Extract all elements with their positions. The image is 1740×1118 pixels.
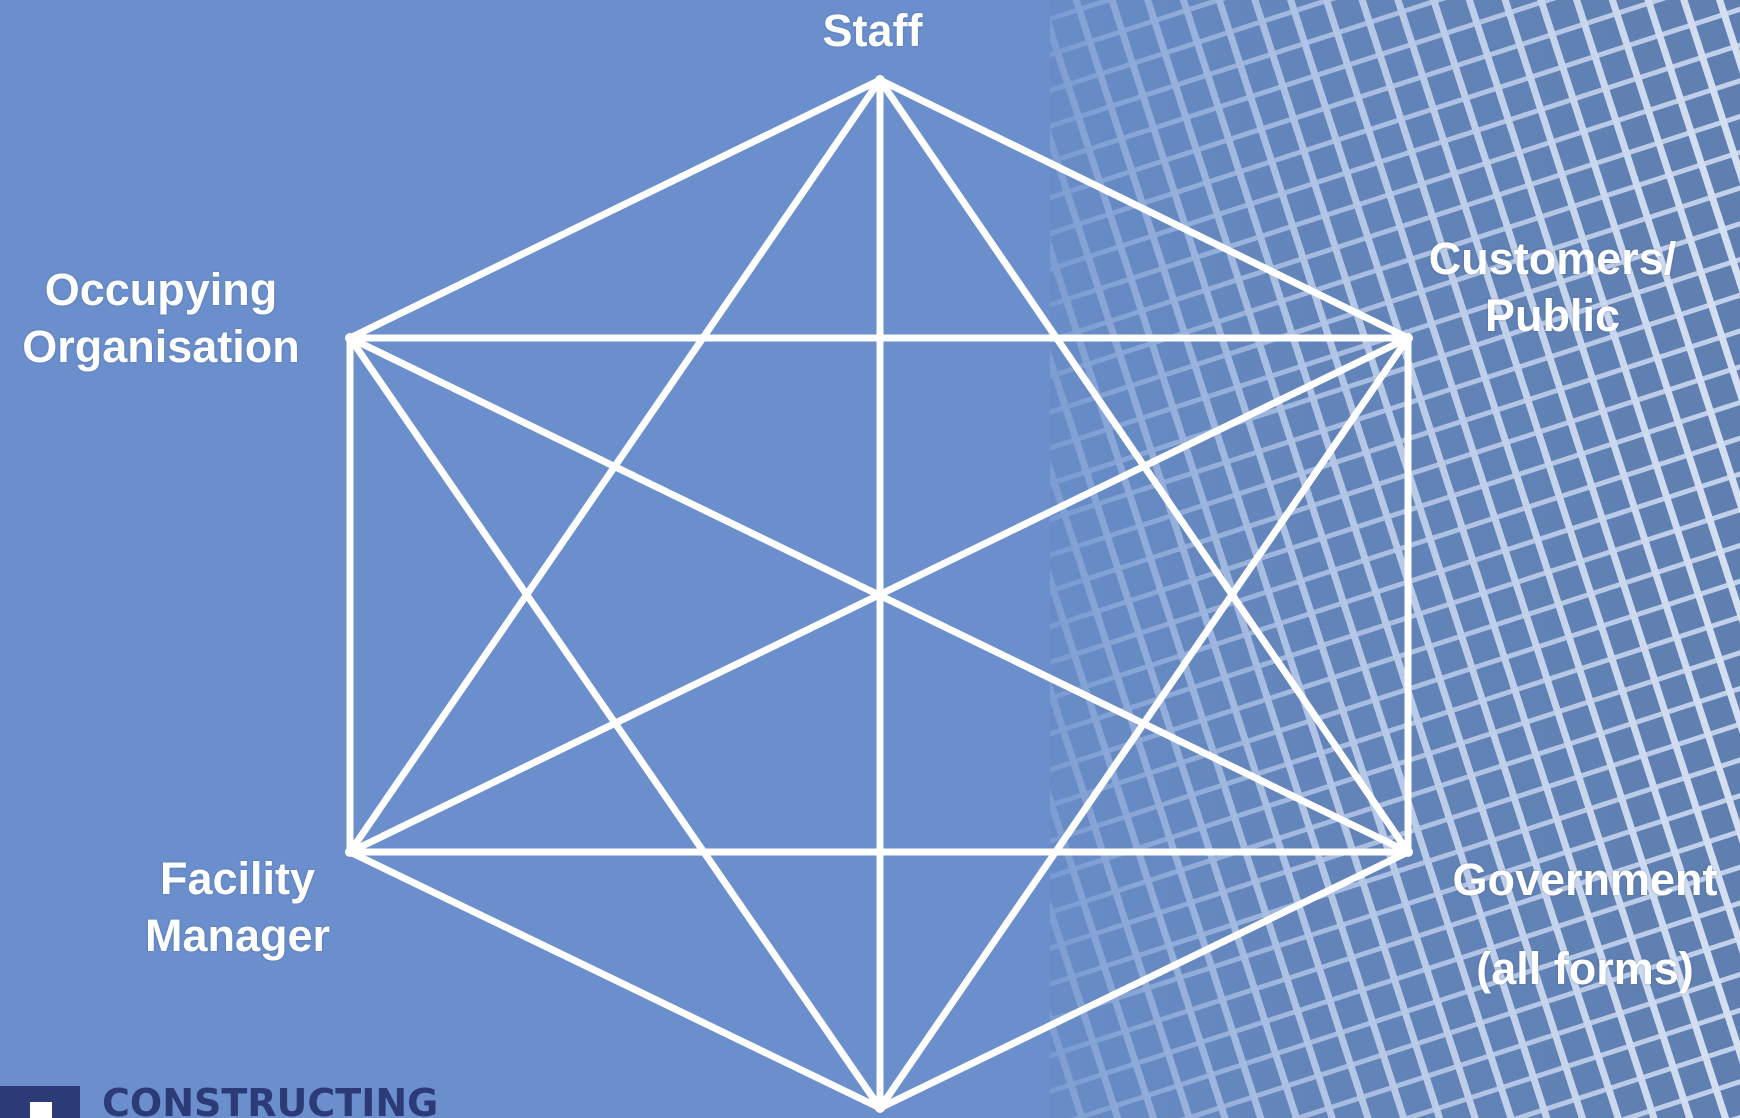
node-label-customers-public: Customers/ Public bbox=[1400, 230, 1705, 344]
edge-staff-occupying bbox=[350, 80, 880, 338]
label-line: Organisation bbox=[0, 318, 322, 375]
node-occupying bbox=[345, 333, 355, 343]
constructing-logo: CONSTRUCTING bbox=[0, 1080, 460, 1118]
edge-bottom-facility bbox=[350, 852, 880, 1108]
logo-text: CONSTRUCTING bbox=[102, 1080, 438, 1118]
node-label-staff: Staff bbox=[760, 2, 985, 59]
label-line: Manager bbox=[100, 907, 375, 964]
node-label-government: Government (all forms) bbox=[1430, 835, 1740, 1013]
node-bottom bbox=[875, 1103, 885, 1113]
node-label-facility-manager: Facility Manager bbox=[100, 850, 375, 964]
label-line: Customers/ bbox=[1400, 230, 1705, 287]
label-line: Public bbox=[1400, 287, 1705, 344]
node-staff bbox=[875, 75, 885, 85]
square-logo-icon bbox=[0, 1086, 80, 1118]
edge-staff-customers bbox=[880, 80, 1408, 338]
label-line: Staff bbox=[760, 2, 985, 59]
node-government bbox=[1403, 847, 1413, 857]
edge-government-bottom bbox=[880, 852, 1408, 1108]
label-line: (all forms) bbox=[1430, 924, 1740, 1013]
label-line: Occupying bbox=[0, 261, 322, 318]
label-line: Facility bbox=[100, 850, 375, 907]
node-label-occupying-organisation: Occupying Organisation bbox=[0, 261, 322, 375]
label-line: Government bbox=[1430, 835, 1740, 924]
edge-bottom-occupying bbox=[350, 338, 880, 1108]
